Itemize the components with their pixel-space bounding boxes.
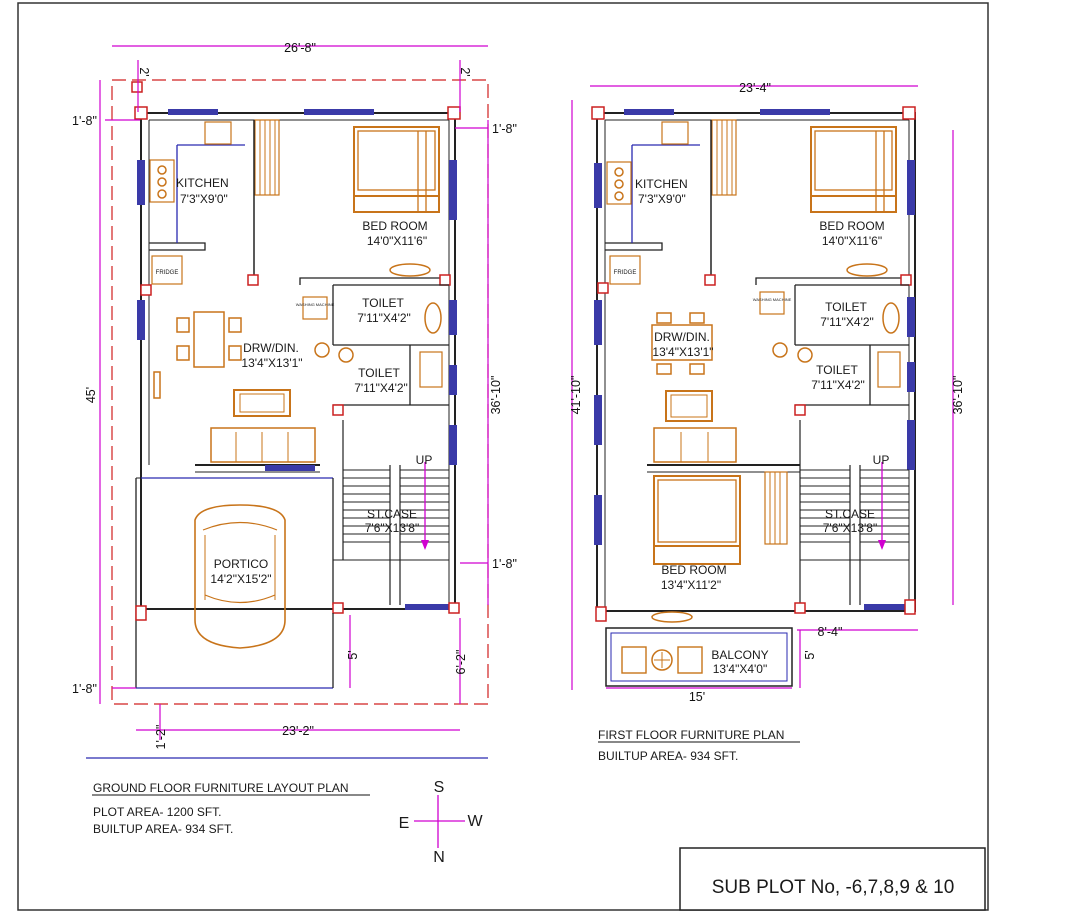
gf-plot-area: PLOT AREA- 1200 SFT. <box>93 805 222 819</box>
ff-bedroom1-size: 14'0"X11'6" <box>822 234 882 248</box>
ff-kitchen-size: 7'3"X9'0" <box>638 192 686 206</box>
gf-dim-bottom-left: 1'-8" <box>72 682 97 696</box>
gf-dim-top: 26'-8" <box>284 41 316 55</box>
ff-kitchen-label: KITCHEN <box>635 177 688 191</box>
compass-east: E <box>399 815 410 832</box>
compass-west: W <box>467 813 483 830</box>
gf-drw-size: 13'4"X13'1" <box>241 356 302 370</box>
ff-fridge-label: FRIDGE <box>614 270 637 276</box>
ff-stcase-label: ST.CASE <box>825 507 875 521</box>
gf-toilet2-label: TOILET <box>358 366 400 380</box>
gf-kitchen-size: 7'3"X9'0" <box>180 192 228 206</box>
ff-up-label: UP <box>873 453 890 467</box>
ff-balcony-size: 13'4"X4'0" <box>713 662 767 676</box>
ground-floor-plan: 26'-8" 2' 2' 1'-8" 1'-8" 45' 36'-10" 1'-… <box>72 41 517 836</box>
gf-drw-label: DRW/DIN. <box>243 341 299 355</box>
gf-dim-62: 6'-2" <box>454 650 468 675</box>
gf-outer-wall <box>140 112 456 610</box>
ff-drw-label: DRW/DIN. <box>654 330 710 344</box>
ff-toilet2-label: TOILET <box>816 363 858 377</box>
gf-washing-label: WASHING MACHINE <box>296 302 335 307</box>
gf-dim-mid-right: 1'-8" <box>492 557 517 571</box>
gf-staircase <box>333 420 449 610</box>
gf-dim-12: 1'-2" <box>154 725 168 750</box>
ff-balcony-outline <box>605 627 793 687</box>
ff-bedroom1-label: BED ROOM <box>819 219 884 233</box>
gf-dim-left-setback: 2' <box>137 67 151 76</box>
ff-staircase <box>799 420 909 610</box>
gf-builtup-area: BUILTUP AREA- 934 SFT. <box>93 822 233 836</box>
sub-plot-label: SUB PLOT No, -6,7,8,9 & 10 <box>712 877 955 898</box>
gf-fridge-label: FRIDGE <box>156 270 179 276</box>
ff-toilet1-size: 7'11"X4'2" <box>820 315 874 329</box>
gf-toilet2-size: 7'11"X4'2" <box>354 381 408 395</box>
ff-toilet1-label: TOILET <box>825 300 867 314</box>
gf-portico-label: PORTICO <box>214 557 268 571</box>
ff-balcony-label: BALCONY <box>711 648 768 662</box>
gf-toilet1-size: 7'11"X4'2" <box>357 311 411 325</box>
gf-dim-right-side: 1'-8" <box>492 122 517 136</box>
ff-drw-size: 13'4"X13'1" <box>652 345 713 359</box>
ff-dim-15: 15' <box>689 690 705 704</box>
gf-kitchen-label: KITCHEN <box>176 176 229 190</box>
gf-dim-left-side: 1'-8" <box>72 114 97 128</box>
sheet-border <box>17 2 989 911</box>
ff-dim-84: 8'-4" <box>818 625 843 639</box>
gf-bedroom-label: BED ROOM <box>362 219 427 233</box>
ff-builtup-area: BUILTUP AREA- 934 SFT. <box>598 749 738 763</box>
gf-bedroom-size: 14'0"X11'6" <box>367 234 427 248</box>
gf-dim-right-setback: 2' <box>458 67 472 76</box>
gf-portico-size: 14'2"X15'2" <box>210 572 271 586</box>
first-floor-plan: 23'-4" 41'-10" 36'-10" 8'-4" 5' 15' KITC… <box>569 81 965 763</box>
gf-stcase-label: ST.CASE <box>367 507 417 521</box>
ff-dim-left-height: 41'-10" <box>569 376 583 415</box>
gf-up-label: UP <box>416 453 433 467</box>
gf-dim-5: 5' <box>346 650 360 659</box>
gf-dim-height: 45' <box>84 387 98 403</box>
ff-toilet2-size: 7'11"X4'2" <box>811 378 865 392</box>
compass-icon: S E W N <box>399 779 484 866</box>
ff-dim-5: 5' <box>803 650 817 659</box>
gf-toilet1-label: TOILET <box>362 296 404 310</box>
ff-dim-right-height: 36'-10" <box>951 376 965 415</box>
ff-title: FIRST FLOOR FURNITURE PLAN <box>598 728 784 742</box>
ff-washing-label: WASHING MACHINE <box>753 297 792 302</box>
ff-bedroom2-label: BED ROOM <box>661 563 726 577</box>
gf-dim-bottom-width: 23'-2" <box>282 724 314 738</box>
ff-dim-top: 23'-4" <box>739 81 771 95</box>
compass-north: N <box>433 849 445 866</box>
ff-bedroom2-size: 13'4"X11'2" <box>661 578 721 592</box>
gf-title: GROUND FLOOR FURNITURE LAYOUT PLAN <box>93 781 349 795</box>
portico-car <box>194 504 286 649</box>
plot-boundary <box>111 79 489 705</box>
gf-stcase-size: 7'6"X13'8" <box>365 521 419 535</box>
sub-plot-box <box>679 847 986 911</box>
gf-dim-inner-height: 36'-10" <box>489 376 503 415</box>
compass-south: S <box>434 779 445 796</box>
ff-stcase-size: 7'6"X13'8" <box>823 521 877 535</box>
